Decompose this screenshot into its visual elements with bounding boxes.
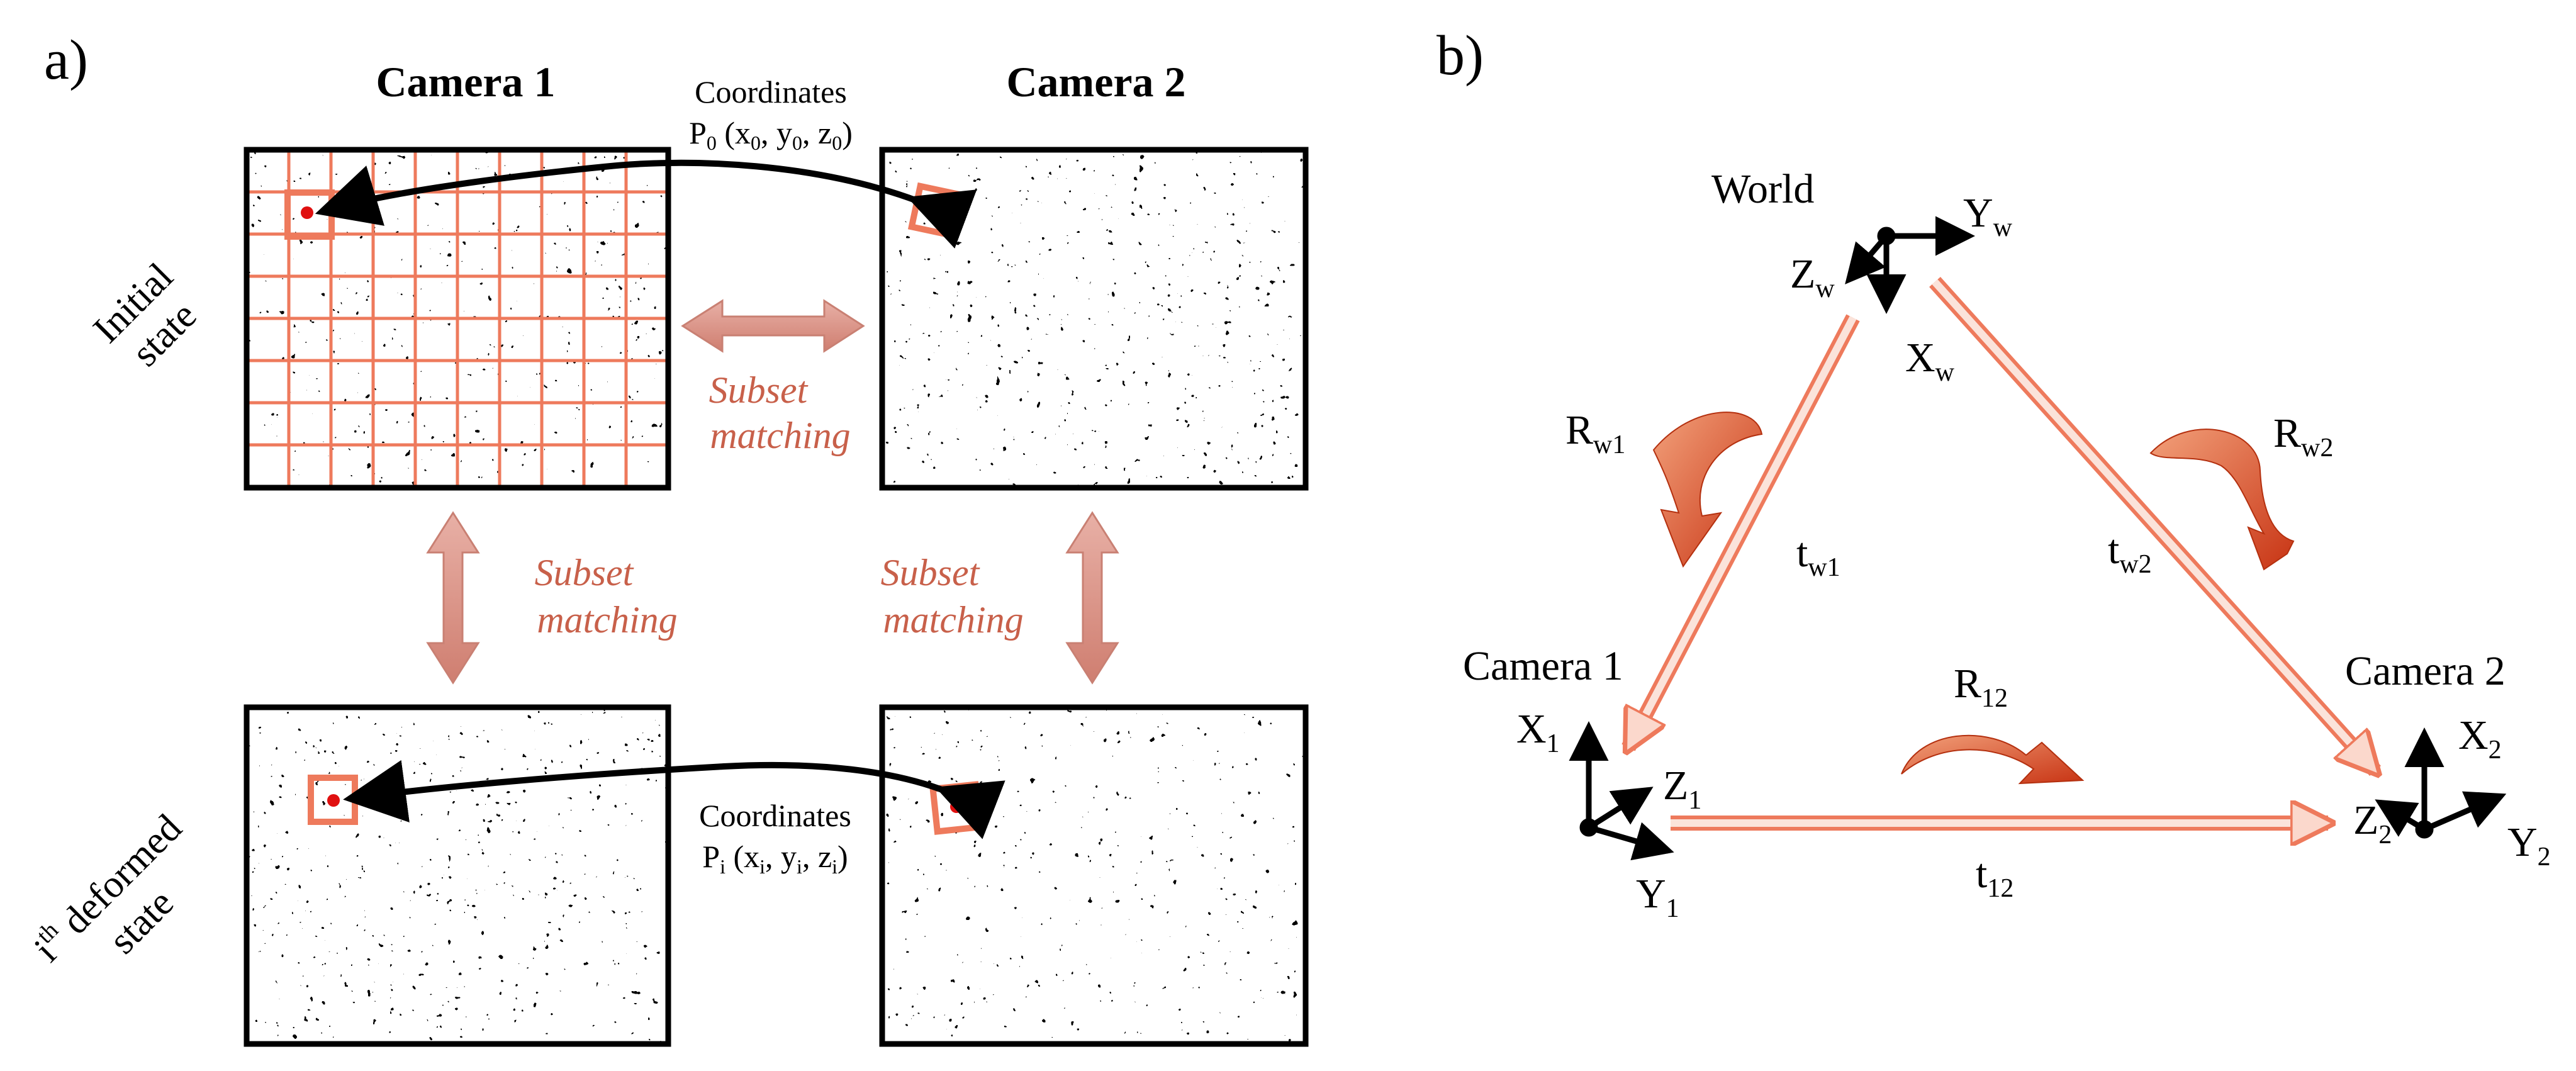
rotation-arrow-rw2 — [2149, 429, 2295, 571]
label-rw1: Rw1 — [1565, 407, 1625, 459]
matching-label-horizontal: Subset matching — [709, 369, 851, 456]
svg-text:Subset: Subset — [535, 552, 634, 593]
camera1-axes — [1569, 721, 1674, 861]
svg-text:Subset: Subset — [881, 552, 980, 593]
translation-arrow-tw2 — [1929, 276, 2375, 771]
matching-label-left: Subset matching — [535, 552, 678, 641]
svg-text:P0 (x0, y0, z0): P0 (x0, y0, z0) — [689, 115, 853, 154]
svg-text:Subset: Subset — [709, 369, 809, 411]
coordinates-label-bottom: Coordinates Pi (xi, yi, zi) — [699, 798, 851, 878]
label-tw2: tw2 — [2108, 527, 2152, 579]
camera2-title: Camera 2 — [1006, 58, 1185, 106]
cam1-y-axis-label: Y1 — [1636, 871, 1679, 923]
coordinates-label-top: Coordinates P0 (x0, y0, z0) — [689, 74, 853, 154]
camera1-label: Camera 1 — [1463, 643, 1623, 689]
translation-arrow-tw1 — [1621, 314, 1860, 748]
cam2-x-axis-label: X2 — [2458, 712, 2502, 765]
matching-arrow-vertical-right — [1065, 511, 1119, 685]
world-y-axis-label: Yw — [1963, 190, 2013, 242]
matching-label-right: Subset matching — [881, 552, 1024, 641]
target-point — [327, 794, 340, 807]
svg-text:Coordinates: Coordinates — [695, 74, 847, 109]
matching-arrow-vertical-left — [426, 511, 480, 685]
panel-a-label: a) — [44, 29, 88, 91]
correspondence-arrow-bottom — [343, 760, 1005, 839]
cam1-x-axis-label: X1 — [1516, 706, 1560, 758]
camera2-label: Camera 2 — [2345, 648, 2506, 694]
cam1-z-axis-label: Z1 — [1663, 763, 1701, 815]
svg-text:matching: matching — [537, 599, 677, 641]
rotation-arrow-rw1 — [1652, 412, 1763, 568]
svg-text:Coordinates: Coordinates — [699, 798, 851, 833]
cam2-y-axis-label: Y2 — [2507, 819, 2551, 872]
rotation-arrow-r12 — [1901, 734, 2085, 785]
svg-text:Pi (xi, yi, zi): Pi (xi, yi, zi) — [702, 839, 848, 878]
cam2-z-axis-label: Z2 — [2353, 797, 2392, 850]
camera1-title: Camera 1 — [376, 58, 555, 106]
world-z-axis-label: Zw — [1790, 251, 1835, 303]
image-cam2-deformed — [879, 704, 1309, 1047]
image-cam1-initial — [244, 147, 671, 491]
correspondence-arrow-top — [315, 159, 977, 249]
camera2-axes — [2375, 727, 2507, 839]
svg-text:matching: matching — [710, 415, 850, 456]
label-r12: R12 — [1954, 661, 2008, 713]
svg-text:matching: matching — [883, 599, 1023, 641]
target-point — [950, 800, 963, 813]
matching-arrow-horizontal — [681, 299, 865, 353]
image-cam2-initial — [879, 147, 1309, 491]
label-t12: t12 — [1976, 851, 2013, 903]
image-cam1-deformed — [244, 704, 671, 1047]
world-x-axis-label: Xw — [1905, 335, 1955, 387]
target-point — [301, 206, 313, 219]
world-label: World — [1711, 166, 1814, 212]
label-rw2: Rw2 — [2273, 410, 2333, 463]
row-label-initial: Initial state — [85, 255, 204, 374]
row-label-deformed: ith deformed state — [24, 804, 190, 970]
svg-text:ith deformed: ith deformed — [24, 804, 190, 970]
label-tw1: tw1 — [1796, 530, 1840, 582]
target-point — [931, 206, 944, 218]
world-axes — [1845, 216, 1975, 314]
panel-b-label: b) — [1436, 25, 1484, 87]
